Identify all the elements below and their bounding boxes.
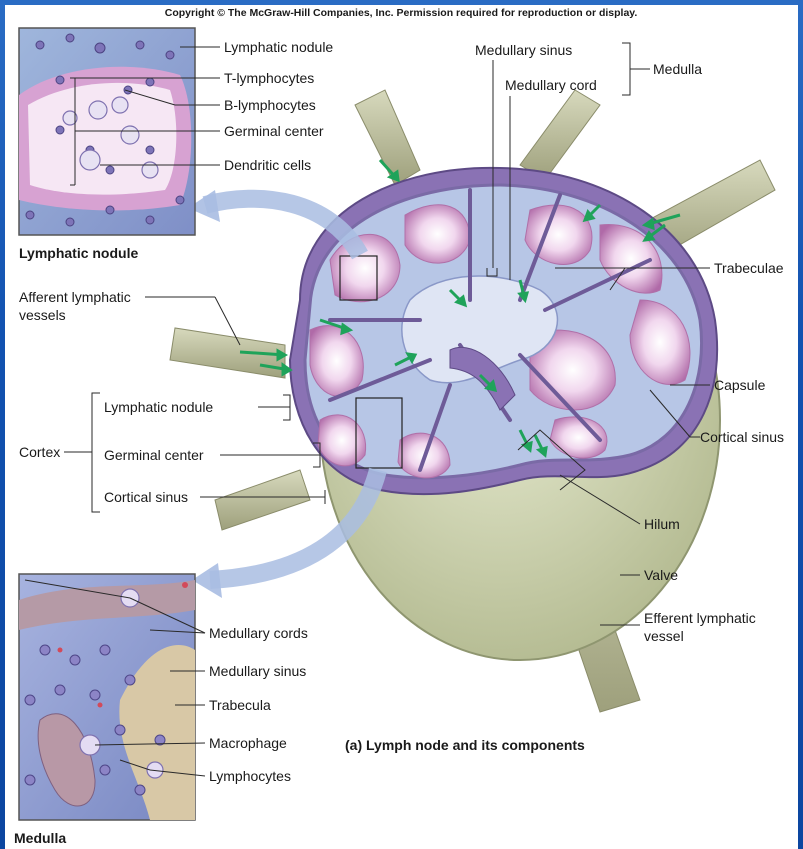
label-efferent-2: vessel xyxy=(644,628,684,644)
inset-medulla-labels: Medullary cords Medullary sinus Trabecul… xyxy=(209,625,308,784)
copyright-notice: Copyright © The McGraw-Hill Companies, I… xyxy=(165,7,638,19)
label-cortex-cortical-sinus: Cortical sinus xyxy=(104,489,188,505)
label-medullary-sinus-inset: Medullary sinus xyxy=(209,663,306,679)
zoom-arrow-medulla-head xyxy=(192,563,222,598)
inset-medulla xyxy=(19,574,195,820)
label-medullary-cords: Medullary cords xyxy=(209,625,308,641)
label-germinal-center: Germinal center xyxy=(224,123,324,139)
label-medulla: Medulla xyxy=(653,61,702,77)
label-cortical-sinus-right: Cortical sinus xyxy=(700,429,784,445)
label-medullary-cord: Medullary cord xyxy=(505,77,597,93)
label-macrophage: Macrophage xyxy=(209,735,287,751)
label-valve: Valve xyxy=(644,567,678,583)
label-medullary-sinus: Medullary sinus xyxy=(475,42,572,58)
inset-medulla-title: Medulla xyxy=(14,830,66,846)
label-lymphatic-nodule: Lymphatic nodule xyxy=(224,39,333,55)
label-hilum: Hilum xyxy=(644,516,680,532)
label-lymphocytes: Lymphocytes xyxy=(209,768,291,784)
label-cortex: Cortex xyxy=(19,444,60,460)
inset-nodule-title: Lymphatic nodule xyxy=(19,245,138,261)
inset-nodule-labels: Lymphatic nodule T-lymphocytes B-lymphoc… xyxy=(224,39,333,173)
label-afferent-1: Afferent lymphatic xyxy=(19,289,131,305)
figure-caption: (a) Lymph node and its components xyxy=(345,737,585,753)
label-cortex-germinal-center: Germinal center xyxy=(104,447,204,463)
label-afferent-2: vessels xyxy=(19,307,66,323)
label-t-lymphocytes: T-lymphocytes xyxy=(224,70,314,86)
label-capsule: Capsule xyxy=(714,377,766,393)
label-trabeculae: Trabeculae xyxy=(714,260,784,276)
label-cortex-lymphatic-nodule: Lymphatic nodule xyxy=(104,399,213,415)
label-b-lymphocytes: B-lymphocytes xyxy=(224,97,316,113)
label-efferent-1: Efferent lymphatic xyxy=(644,610,756,626)
label-dendritic-cells: Dendritic cells xyxy=(224,157,311,173)
label-trabecula: Trabecula xyxy=(209,697,271,713)
